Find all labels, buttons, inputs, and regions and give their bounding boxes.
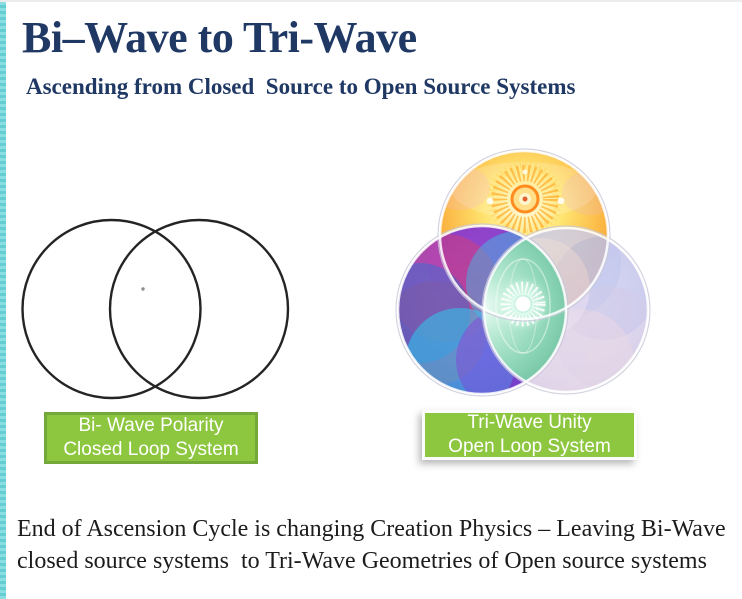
left-accent-stripe — [0, 2, 6, 599]
tri-wave-label-box: Tri-Wave Unity Open Loop System — [422, 410, 637, 460]
footer-text: End of Ascension Cycle is changing Creat… — [17, 516, 726, 574]
sun-mandala-icon — [486, 161, 565, 237]
venn-center-dot — [141, 287, 145, 291]
slide-title: Bi–Wave to Tri-Wave — [22, 13, 417, 62]
venn-left-circle — [21, 218, 202, 400]
starburst-icon — [500, 281, 546, 327]
bi-wave-diagram — [21, 218, 290, 400]
tri-wave-diagram — [395, 148, 651, 397]
slide-subtitle: Ascending from Closed Source to Open Sou… — [26, 74, 576, 99]
venn-right-circle — [108, 218, 290, 400]
trefoil-vesica-core — [484, 228, 566, 392]
trefoil-rims — [395, 148, 651, 397]
tri-wave-label-text: Tri-Wave Unity Open Loop System — [448, 412, 611, 457]
bi-wave-label-text: Bi- Wave Polarity Closed Loop System — [63, 415, 239, 460]
bi-wave-label-box: Bi- Wave Polarity Closed Loop System — [44, 412, 258, 464]
